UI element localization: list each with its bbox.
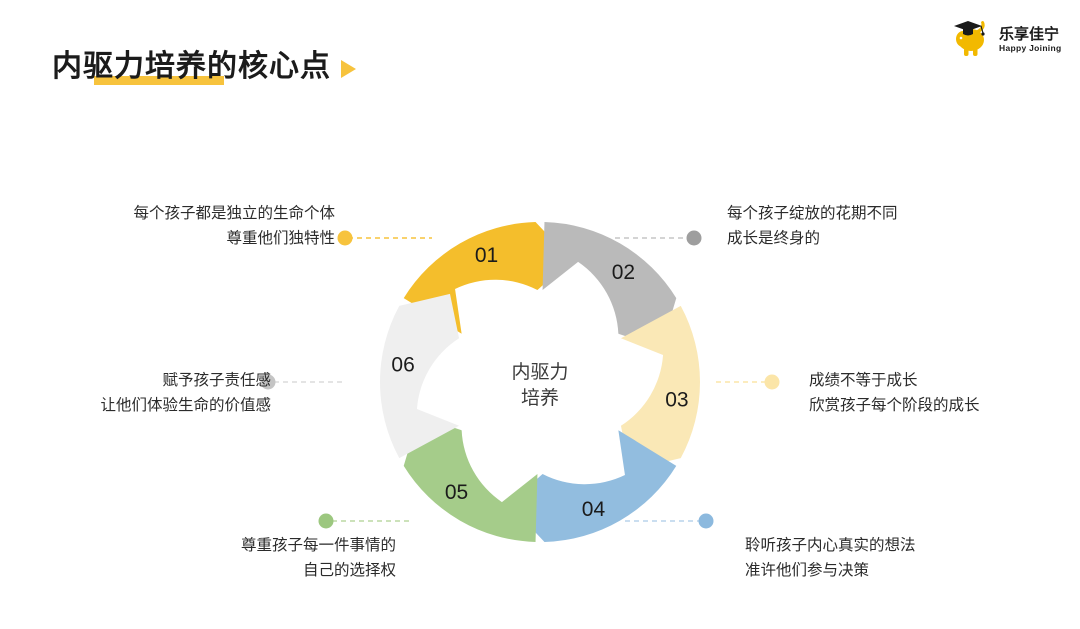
label-01: 每个孩子都是独立的生命个体 尊重他们独特性: [133, 201, 335, 251]
brand-logo: 乐享佳宁 Happy Joining: [954, 21, 1061, 56]
label-06-line2: 让他们体验生命的价值感: [100, 397, 271, 415]
segment-number-05: 05: [445, 481, 468, 504]
donut-center-line1: 内驱力: [511, 361, 568, 383]
label-03: 成绩不等于成长 欣赏孩子每个阶段的成长: [809, 368, 980, 418]
segment-number-04: 04: [582, 498, 606, 521]
segment-02[interactable]: [542, 222, 677, 349]
label-04: 聆听孩子内心真实的想法 准许他们参与决策: [745, 533, 916, 583]
label-05: 尊重孩子每一件事情的 自己的选择权: [241, 533, 396, 583]
connector-dot-05: [318, 513, 334, 529]
label-03-line2: 欣赏孩子每个阶段的成长: [809, 397, 980, 415]
segment-number-01: 01: [475, 244, 498, 267]
label-01-line2: 尊重他们独特性: [226, 230, 335, 248]
segment-number-06: 06: [391, 354, 414, 377]
label-04-line2: 准许他们参与决策: [745, 562, 870, 580]
label-03-line1: 成绩不等于成长: [809, 372, 918, 389]
label-06: 赋予孩子责任感 让他们体验生命的价值感: [100, 368, 271, 418]
segment-number-03: 03: [665, 388, 688, 411]
donut-hole: [448, 290, 632, 474]
svg-text:乐享佳宁: 乐享佳宁: [999, 25, 1059, 43]
segment-05[interactable]: [403, 415, 538, 542]
donut-center-line2: 培养: [521, 387, 559, 409]
title-text-holder: 内驱力培养的核心点: [52, 50, 331, 85]
segment-03[interactable]: [620, 305, 700, 471]
play-triangle-icon: [341, 59, 356, 78]
segment-number-02: 02: [612, 261, 635, 284]
label-04-line1: 聆听孩子内心真实的想法: [745, 537, 916, 554]
label-05-line1: 尊重孩子每一件事情的: [240, 537, 396, 554]
label-06-line1: 赋予孩子责任感: [162, 372, 271, 389]
label-01-line1: 每个孩子都是独立的生命个体: [133, 205, 335, 222]
label-05-line2: 自己的选择权: [302, 562, 396, 580]
label-02-line1: 每个孩子绽放的花期不同: [727, 205, 898, 222]
page-title: 内驱力培养的核心点: [52, 50, 356, 85]
cycle-donut-chart: 内驱力培养 01 02 03 04 05 06: [380, 222, 700, 542]
svg-text:Happy Joining: Happy Joining: [999, 43, 1061, 53]
title-underline: [94, 76, 224, 85]
label-02: 每个孩子绽放的花期不同 成长是终身的: [727, 201, 898, 251]
donut-ring-final: [380, 222, 700, 542]
segment-04[interactable]: [508, 430, 677, 542]
label-02-line2: 成长是终身的: [727, 230, 821, 248]
segment-06[interactable]: [380, 293, 460, 459]
page-title-text: 内驱力培养的核心点: [52, 50, 331, 83]
connector-dot-03: [764, 374, 780, 390]
